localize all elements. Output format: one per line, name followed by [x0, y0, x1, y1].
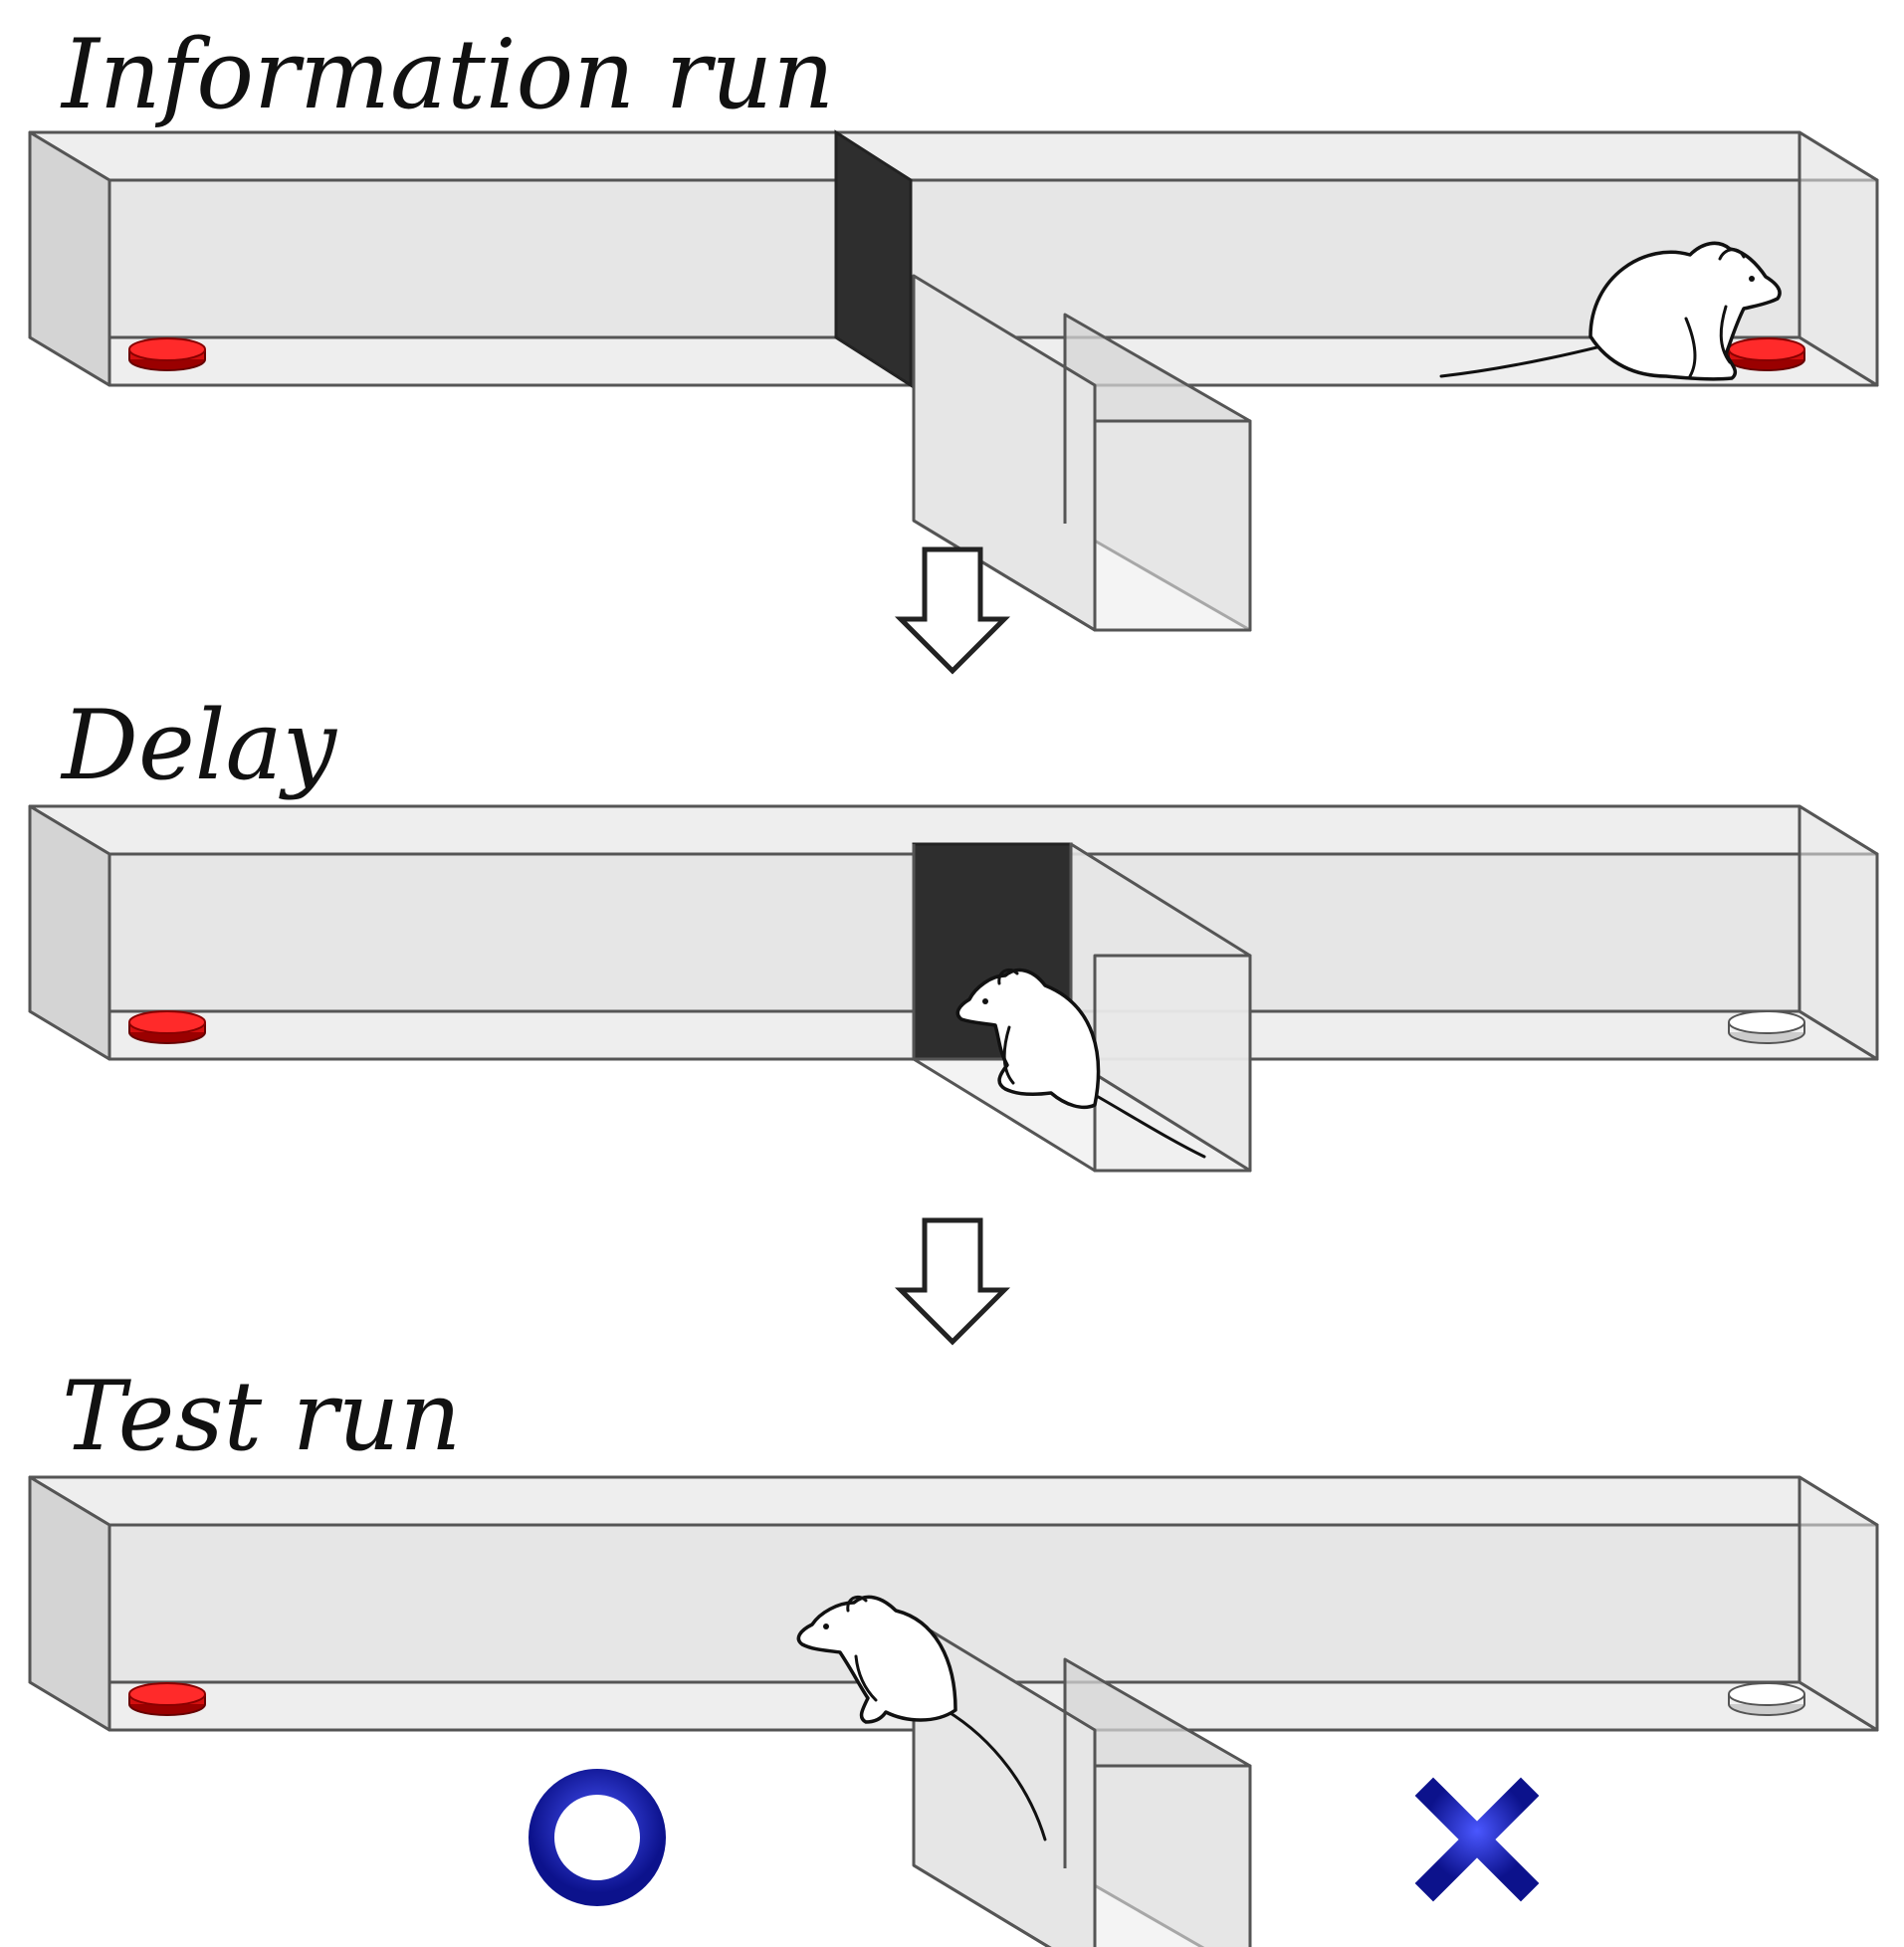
empty-pellet-right [1728, 1682, 1805, 1716]
reward-pellet-left [128, 337, 206, 371]
empty-pellet-right [1728, 1010, 1805, 1044]
cross-incorrect-icon [1414, 1777, 1540, 1902]
maze-delay [28, 804, 1879, 1173]
stage-title-test-run: Test run [62, 1361, 461, 1472]
down-arrow-icon [901, 1220, 1004, 1342]
reward-pellet-left [128, 1682, 206, 1716]
stage-title-delay: Delay [60, 690, 338, 801]
circle-correct-icon [529, 1769, 666, 1906]
stage-information-run: Information run [28, 19, 1879, 632]
stage-test-run: Test run [28, 1361, 1879, 1947]
reward-pellet-right [1728, 337, 1805, 371]
maze-information-run [28, 129, 1879, 632]
stage-title-information-run: Information run [60, 19, 834, 130]
stage-delay: Delay [28, 690, 1879, 1173]
reward-pellet-left [128, 1010, 206, 1044]
blocking-door [834, 129, 913, 388]
